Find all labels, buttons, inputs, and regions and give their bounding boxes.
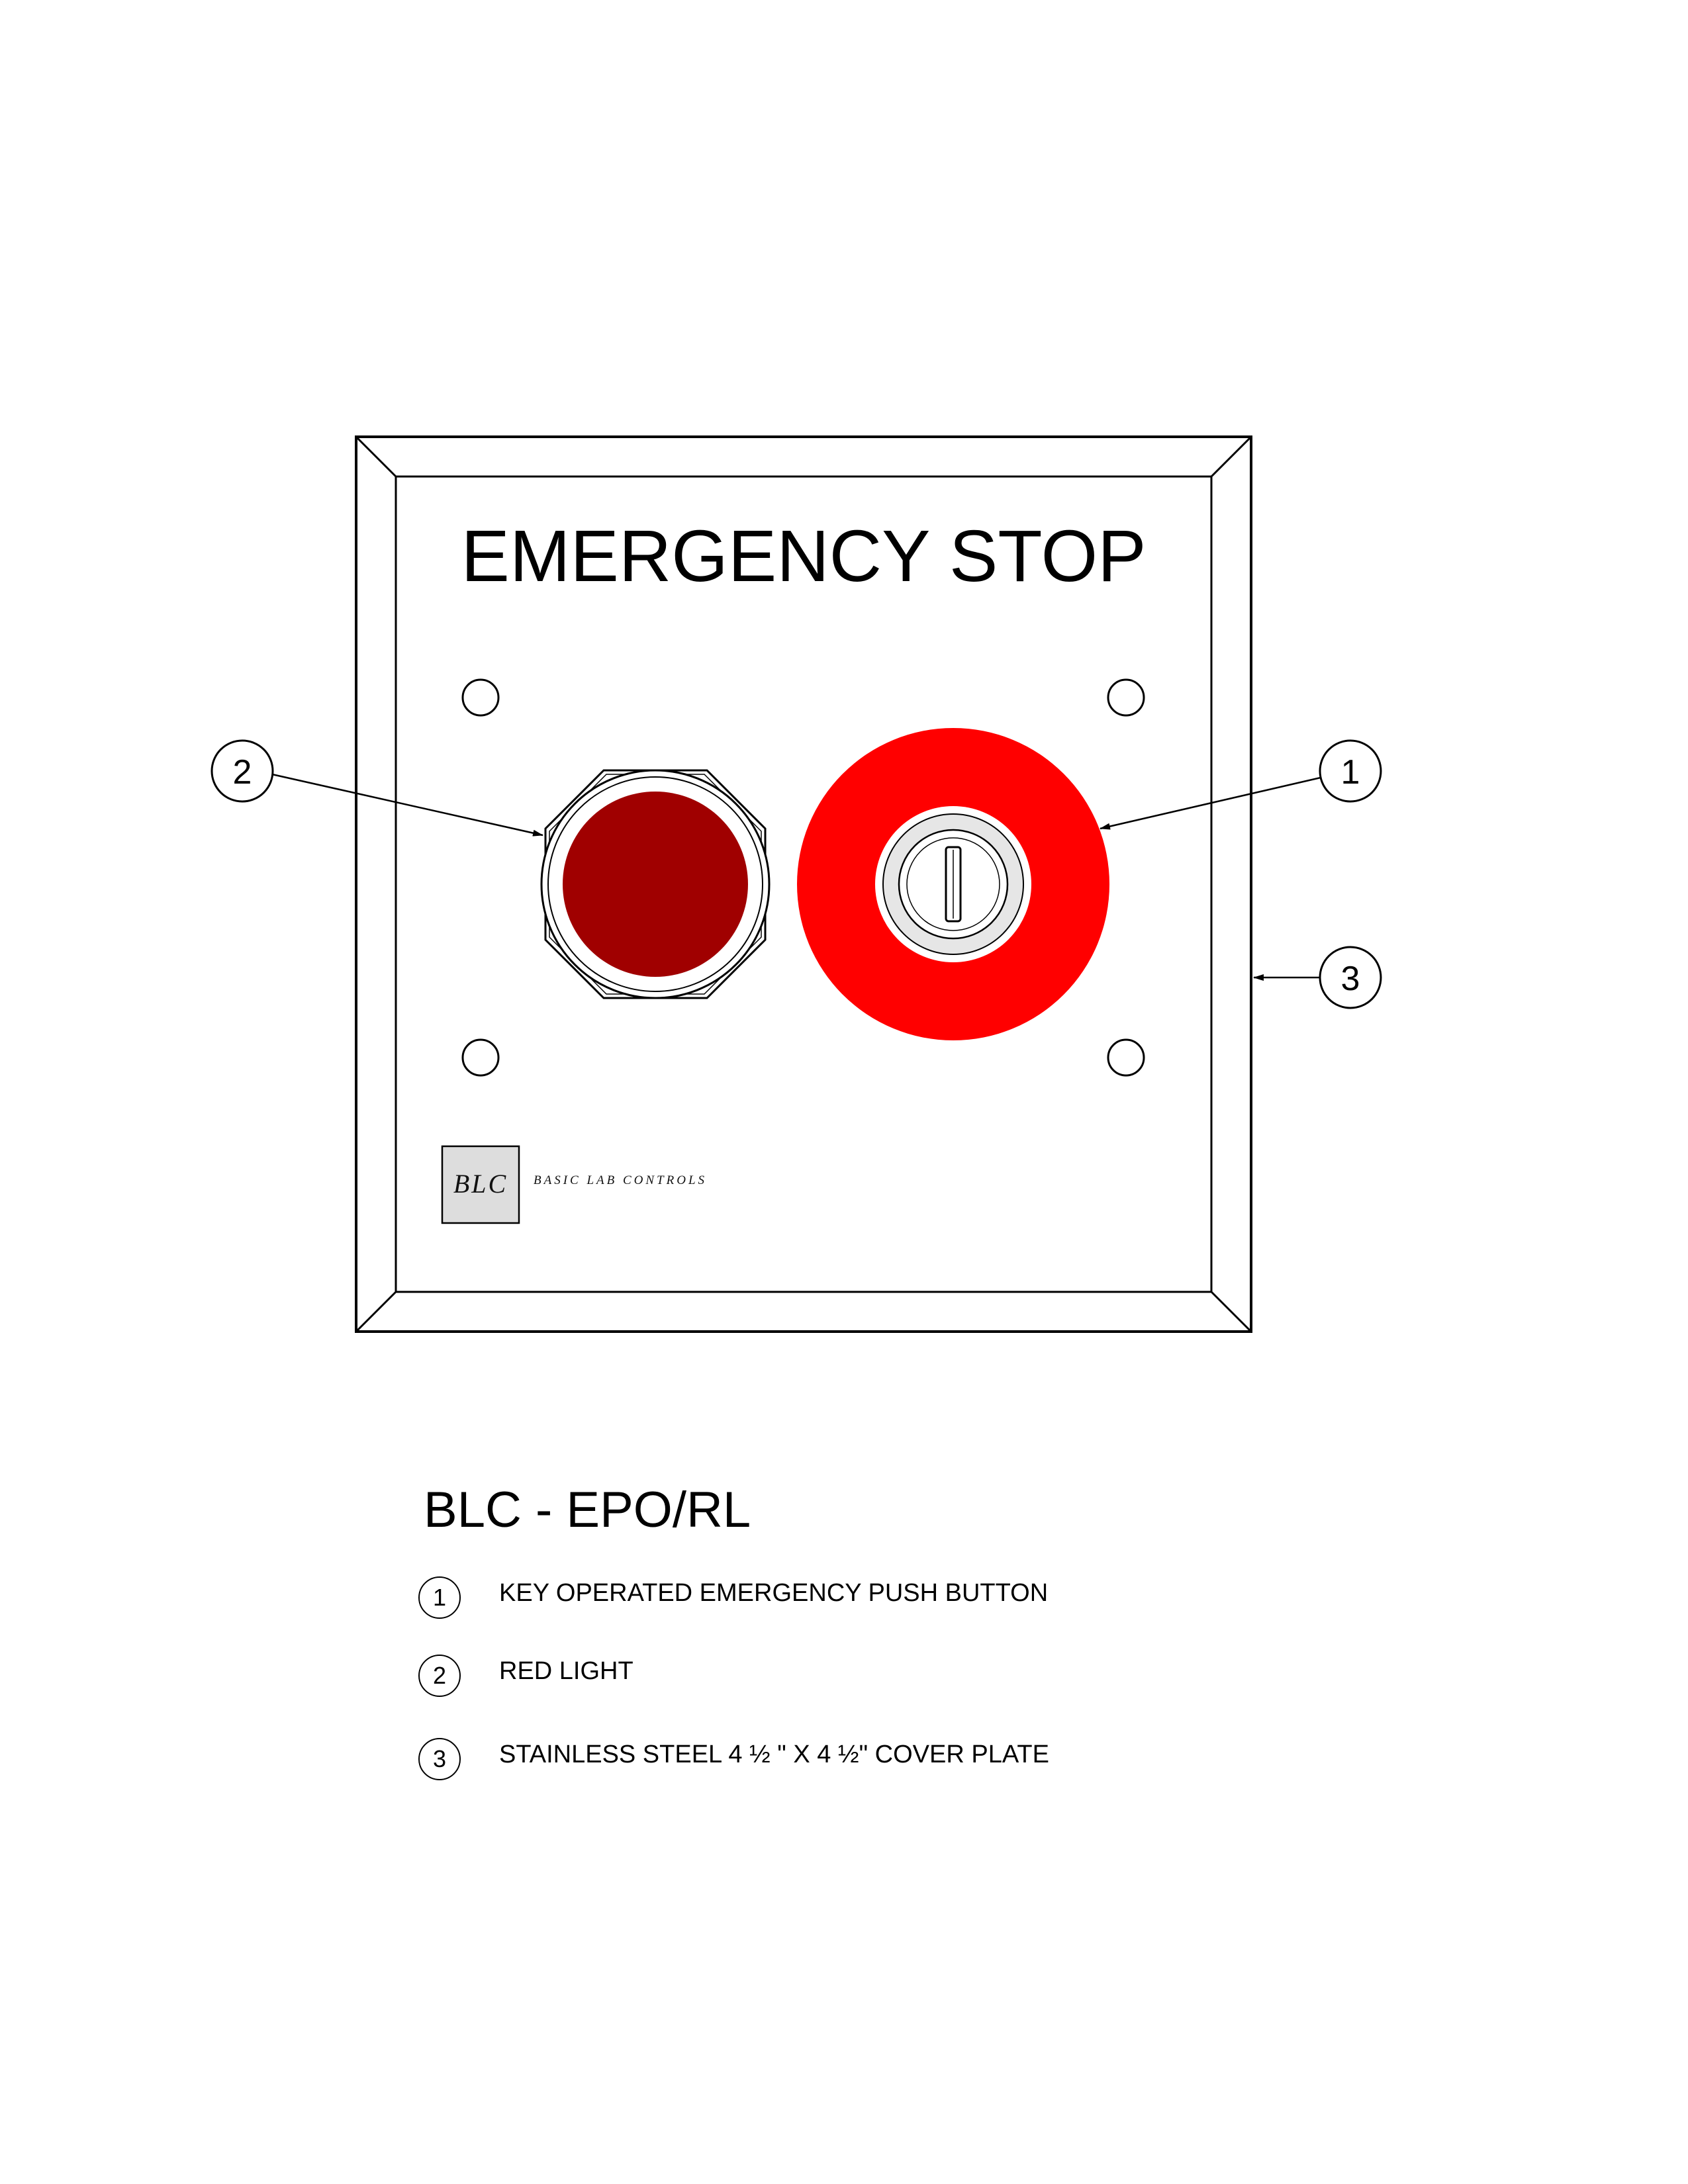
callout-number-3: 3	[1341, 960, 1360, 998]
callout-number-1: 1	[1341, 753, 1360, 792]
screw-hole-top-left	[461, 678, 500, 717]
callout-1: 1	[1100, 739, 1382, 830]
emergency-push-button[interactable]	[797, 728, 1109, 1040]
screw-hole-bottom-right	[1107, 1038, 1145, 1077]
legend-number-1: 1	[418, 1576, 461, 1619]
legend-item-1: 1 KEY OPERATED EMERGENCY PUSH BUTTON	[417, 1576, 1542, 1629]
screw-hole-bottom-left	[461, 1038, 500, 1077]
legend-text-1: KEY OPERATED EMERGENCY PUSH BUTTON	[499, 1579, 1049, 1607]
legend-item-3: 3 STAINLESS STEEL 4 ½ " X 4 ½" COVER PLA…	[417, 1738, 1542, 1791]
legend-number-3: 3	[418, 1738, 461, 1780]
callout-2: 2	[211, 739, 543, 837]
legend-text-2: RED LIGHT	[499, 1657, 633, 1685]
callout-number-2: 2	[233, 753, 252, 792]
key-icon[interactable]	[945, 846, 962, 923]
logo-text: BASIC LAB CONTROLS	[534, 1173, 707, 1187]
legend-text-3: STAINLESS STEEL 4 ½ " X 4 ½" COVER PLATE	[499, 1741, 1049, 1768]
screw-hole-top-right	[1107, 678, 1145, 717]
callout-3: 3	[1253, 946, 1382, 1009]
blc-logo: BLC BASIC LAB CONTROLS	[441, 1145, 707, 1224]
legend-item-2: 2 RED LIGHT	[417, 1655, 1542, 1707]
model-number: BLC - EPO/RL	[424, 1482, 751, 1538]
legend-number-2: 2	[418, 1655, 461, 1697]
plate-title: EMERGENCY STOP	[461, 516, 1146, 597]
red-light-lens	[563, 792, 748, 977]
red-light	[540, 769, 771, 999]
logo-mark: BLC	[453, 1169, 508, 1199]
